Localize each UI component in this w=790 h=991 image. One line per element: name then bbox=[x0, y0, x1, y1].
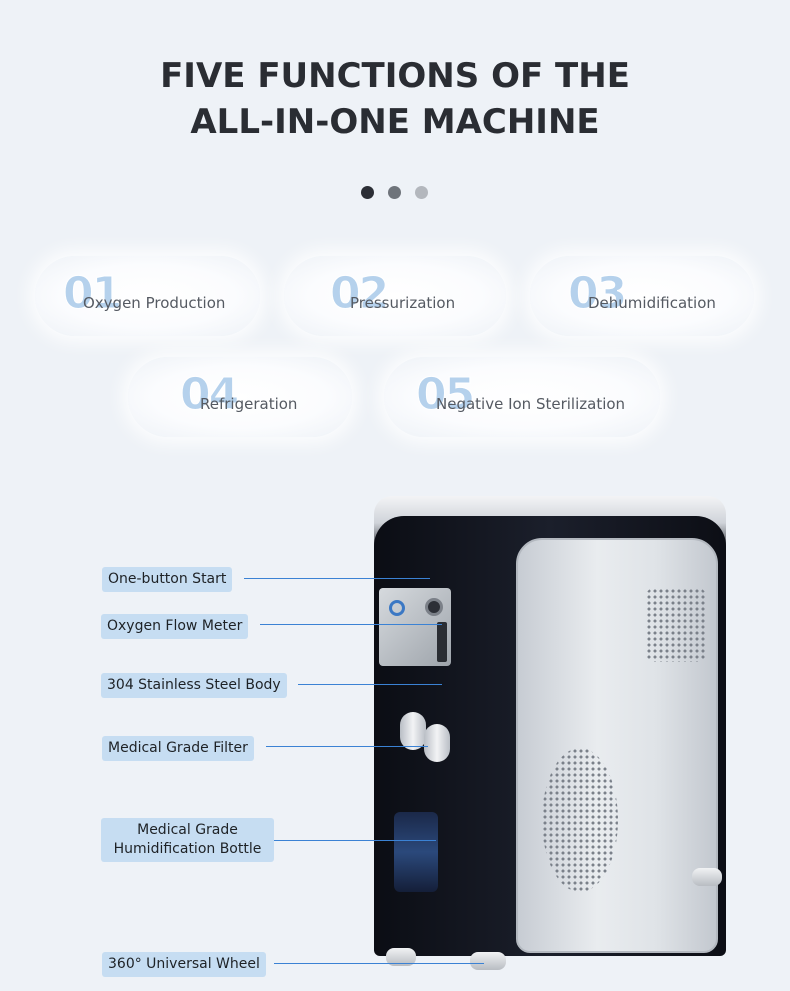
machine-body bbox=[374, 516, 726, 956]
function-label: Pressurization bbox=[350, 294, 456, 312]
start-knob-icon bbox=[425, 598, 443, 616]
filter-canister-icon bbox=[424, 724, 450, 762]
function-label: Negative Ion Sterilization bbox=[436, 395, 626, 413]
callout-label: 360° Universal Wheel bbox=[108, 956, 260, 972]
pager-dots bbox=[361, 186, 428, 199]
pager-dot-3[interactable] bbox=[415, 186, 428, 199]
function-label: Dehumidification bbox=[588, 294, 716, 312]
callout-humidification-bottle: Medical Grade Humidification Bottle bbox=[101, 818, 274, 862]
filter-canister-icon bbox=[400, 712, 426, 750]
wheel-icon bbox=[692, 868, 722, 886]
callout-label: Oxygen Flow Meter bbox=[107, 618, 243, 634]
brand-logo-icon bbox=[389, 600, 405, 616]
callout-label-line-1: Medical Grade bbox=[137, 822, 238, 838]
wheel-icon bbox=[470, 952, 506, 970]
function-pill-3: 03 Dehumidification bbox=[530, 256, 754, 336]
leader-line bbox=[244, 578, 430, 579]
control-panel bbox=[379, 588, 451, 666]
leader-line bbox=[274, 840, 436, 841]
callout-medical-grade-filter: Medical Grade Filter bbox=[102, 736, 254, 761]
function-number: 04 bbox=[179, 369, 239, 421]
page-title-line-1: FIVE FUNCTIONS OF THE bbox=[160, 56, 630, 96]
function-pill-5: 05 Negative Ion Sterilization bbox=[384, 357, 660, 437]
function-label: Oxygen Production bbox=[83, 294, 226, 312]
leader-line bbox=[274, 963, 484, 964]
leader-line bbox=[298, 684, 442, 685]
callout-stainless-steel-body: 304 Stainless Steel Body bbox=[101, 673, 287, 698]
function-label: Refrigeration bbox=[200, 395, 298, 413]
page-title-line-2: ALL-IN-ONE MACHINE bbox=[190, 102, 600, 142]
stainless-side-panel bbox=[516, 538, 718, 953]
pager-dot-1[interactable] bbox=[361, 186, 374, 199]
callout-label: One-button Start bbox=[108, 571, 227, 587]
pager-dot-2[interactable] bbox=[388, 186, 401, 199]
callout-one-button-start: One-button Start bbox=[102, 567, 233, 592]
leader-line bbox=[266, 746, 428, 747]
function-number: 02 bbox=[329, 268, 389, 320]
humidification-bottle-icon bbox=[394, 812, 438, 892]
function-number: 03 bbox=[567, 268, 627, 320]
vent-grille-icon bbox=[646, 588, 706, 662]
speaker-grille-icon bbox=[542, 748, 618, 892]
callout-label-line-2: Humidification Bottle bbox=[113, 841, 262, 857]
flow-meter-icon bbox=[437, 622, 447, 662]
function-pill-2: 02 Pressurization bbox=[284, 256, 506, 336]
oxygen-machine-image bbox=[374, 496, 726, 970]
leader-line bbox=[260, 624, 442, 625]
function-number: 05 bbox=[415, 369, 475, 421]
wheel-icon bbox=[386, 948, 416, 966]
callout-label: 304 Stainless Steel Body bbox=[107, 677, 281, 693]
callout-oxygen-flow-meter: Oxygen Flow Meter bbox=[101, 614, 249, 639]
function-pill-1: 01 Oxygen Production bbox=[35, 256, 260, 336]
function-number: 01 bbox=[62, 268, 122, 320]
callout-label: Medical Grade Filter bbox=[108, 740, 248, 756]
function-pill-4: 04 Refrigeration bbox=[128, 357, 352, 437]
callout-universal-wheel: 360° Universal Wheel bbox=[102, 952, 266, 977]
